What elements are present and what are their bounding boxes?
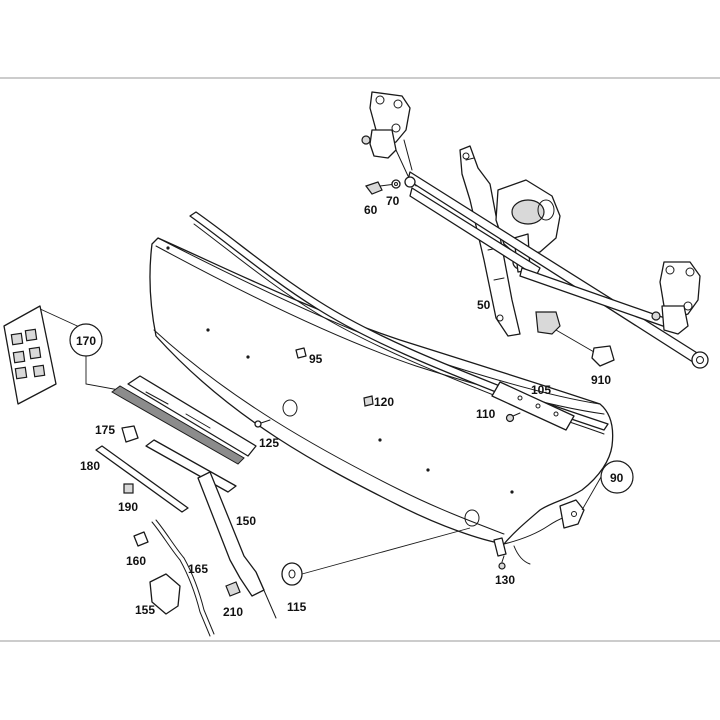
cap-190 <box>123 483 134 494</box>
callout-180: 180 <box>80 459 100 473</box>
clip-910 <box>591 345 615 367</box>
callout-90: 90 <box>610 471 624 485</box>
cover-155 <box>149 573 181 615</box>
trim-plate-105 <box>491 381 575 431</box>
clip-120 <box>363 395 374 407</box>
callout-130: 130 <box>495 573 515 587</box>
screw-130 <box>498 555 506 570</box>
linkage-rod-lower <box>409 187 541 277</box>
nut-210 <box>225 581 241 597</box>
drain-hose <box>493 537 507 557</box>
washer-hose-165 <box>151 521 211 637</box>
wiper-blade <box>111 375 257 465</box>
callout-165: 165 <box>188 562 208 576</box>
callout-95: 95 <box>309 352 323 366</box>
callout-60: 60 <box>364 203 378 217</box>
cowl-opening-left <box>282 399 298 417</box>
callout-150: 150 <box>236 514 256 528</box>
callout-circle-170 <box>69 323 103 357</box>
callout-120: 120 <box>374 395 394 409</box>
callout-175: 175 <box>95 423 115 437</box>
wiper-arm-150 <box>197 471 277 619</box>
screw-125 <box>254 419 271 428</box>
callout-125: 125 <box>259 436 279 450</box>
clip-95 <box>295 347 307 359</box>
washer-115 <box>281 562 303 586</box>
wiper-refill-pack <box>3 305 57 405</box>
callout-190: 190 <box>118 500 138 514</box>
callout-70: 70 <box>386 194 400 208</box>
washer-70 <box>391 179 401 189</box>
screw-60 <box>365 181 383 195</box>
left-pivot-shaft <box>369 129 397 159</box>
callout-50: 50 <box>477 298 491 312</box>
cap-160 <box>133 531 149 547</box>
callout-105: 105 <box>531 383 551 397</box>
wiper-linkage-assembly <box>361 91 709 369</box>
callout-910: 910 <box>591 373 611 387</box>
right-pivot-shaft <box>661 305 689 335</box>
screw-110 <box>505 412 521 423</box>
callout-155: 155 <box>135 603 155 617</box>
callout-210: 210 <box>223 605 243 619</box>
callout-115: 115 <box>287 600 307 614</box>
linkage-end-joint <box>691 351 709 369</box>
callout-170: 170 <box>76 334 96 348</box>
cowl-seal-strip <box>189 211 609 431</box>
callout-160: 160 <box>126 554 146 568</box>
blade-adapter-175 <box>121 425 139 443</box>
wiper-rubber-180 <box>95 445 189 513</box>
linkage-rod-upper <box>407 171 703 365</box>
callout-110: 110 <box>476 407 496 421</box>
cowl-panel <box>149 237 614 545</box>
cowl-opening-right <box>464 509 480 527</box>
